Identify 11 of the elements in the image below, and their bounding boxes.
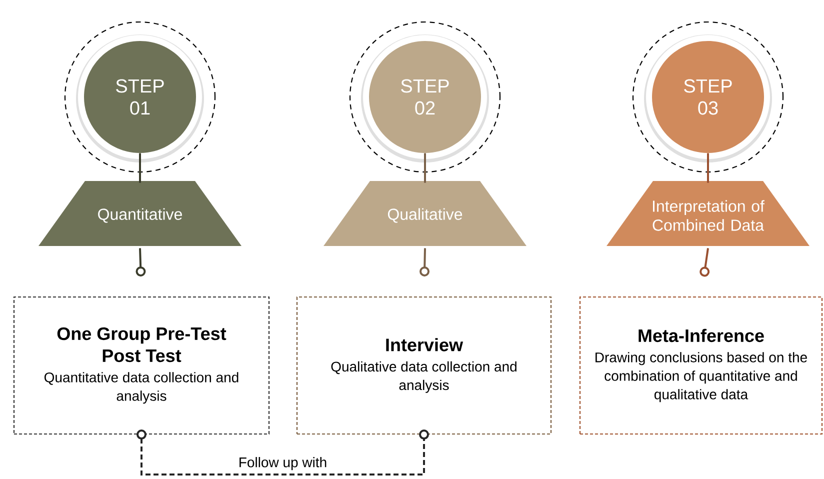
connector — [136, 248, 146, 276]
edge-label: Follow up with — [240, 457, 326, 470]
step-box: Interview Qualitative data collection and analysis — [296, 296, 552, 435]
connector — [700, 248, 710, 277]
trapezoid-label: Qualitative — [324, 181, 526, 246]
trapezoid-label: Interpretation of Combined Data — [606, 181, 810, 246]
step-box: One Group Pre-Test Post Test Quantitative data collection and analysis — [13, 296, 270, 435]
step-box: Meta-Inference Drawing conclusions based on the combination of quantitative and qualitative data — [579, 296, 823, 435]
connector — [136, 430, 429, 476]
trapezoid-label: Quantitative — [38, 181, 242, 246]
connector — [420, 248, 430, 276]
